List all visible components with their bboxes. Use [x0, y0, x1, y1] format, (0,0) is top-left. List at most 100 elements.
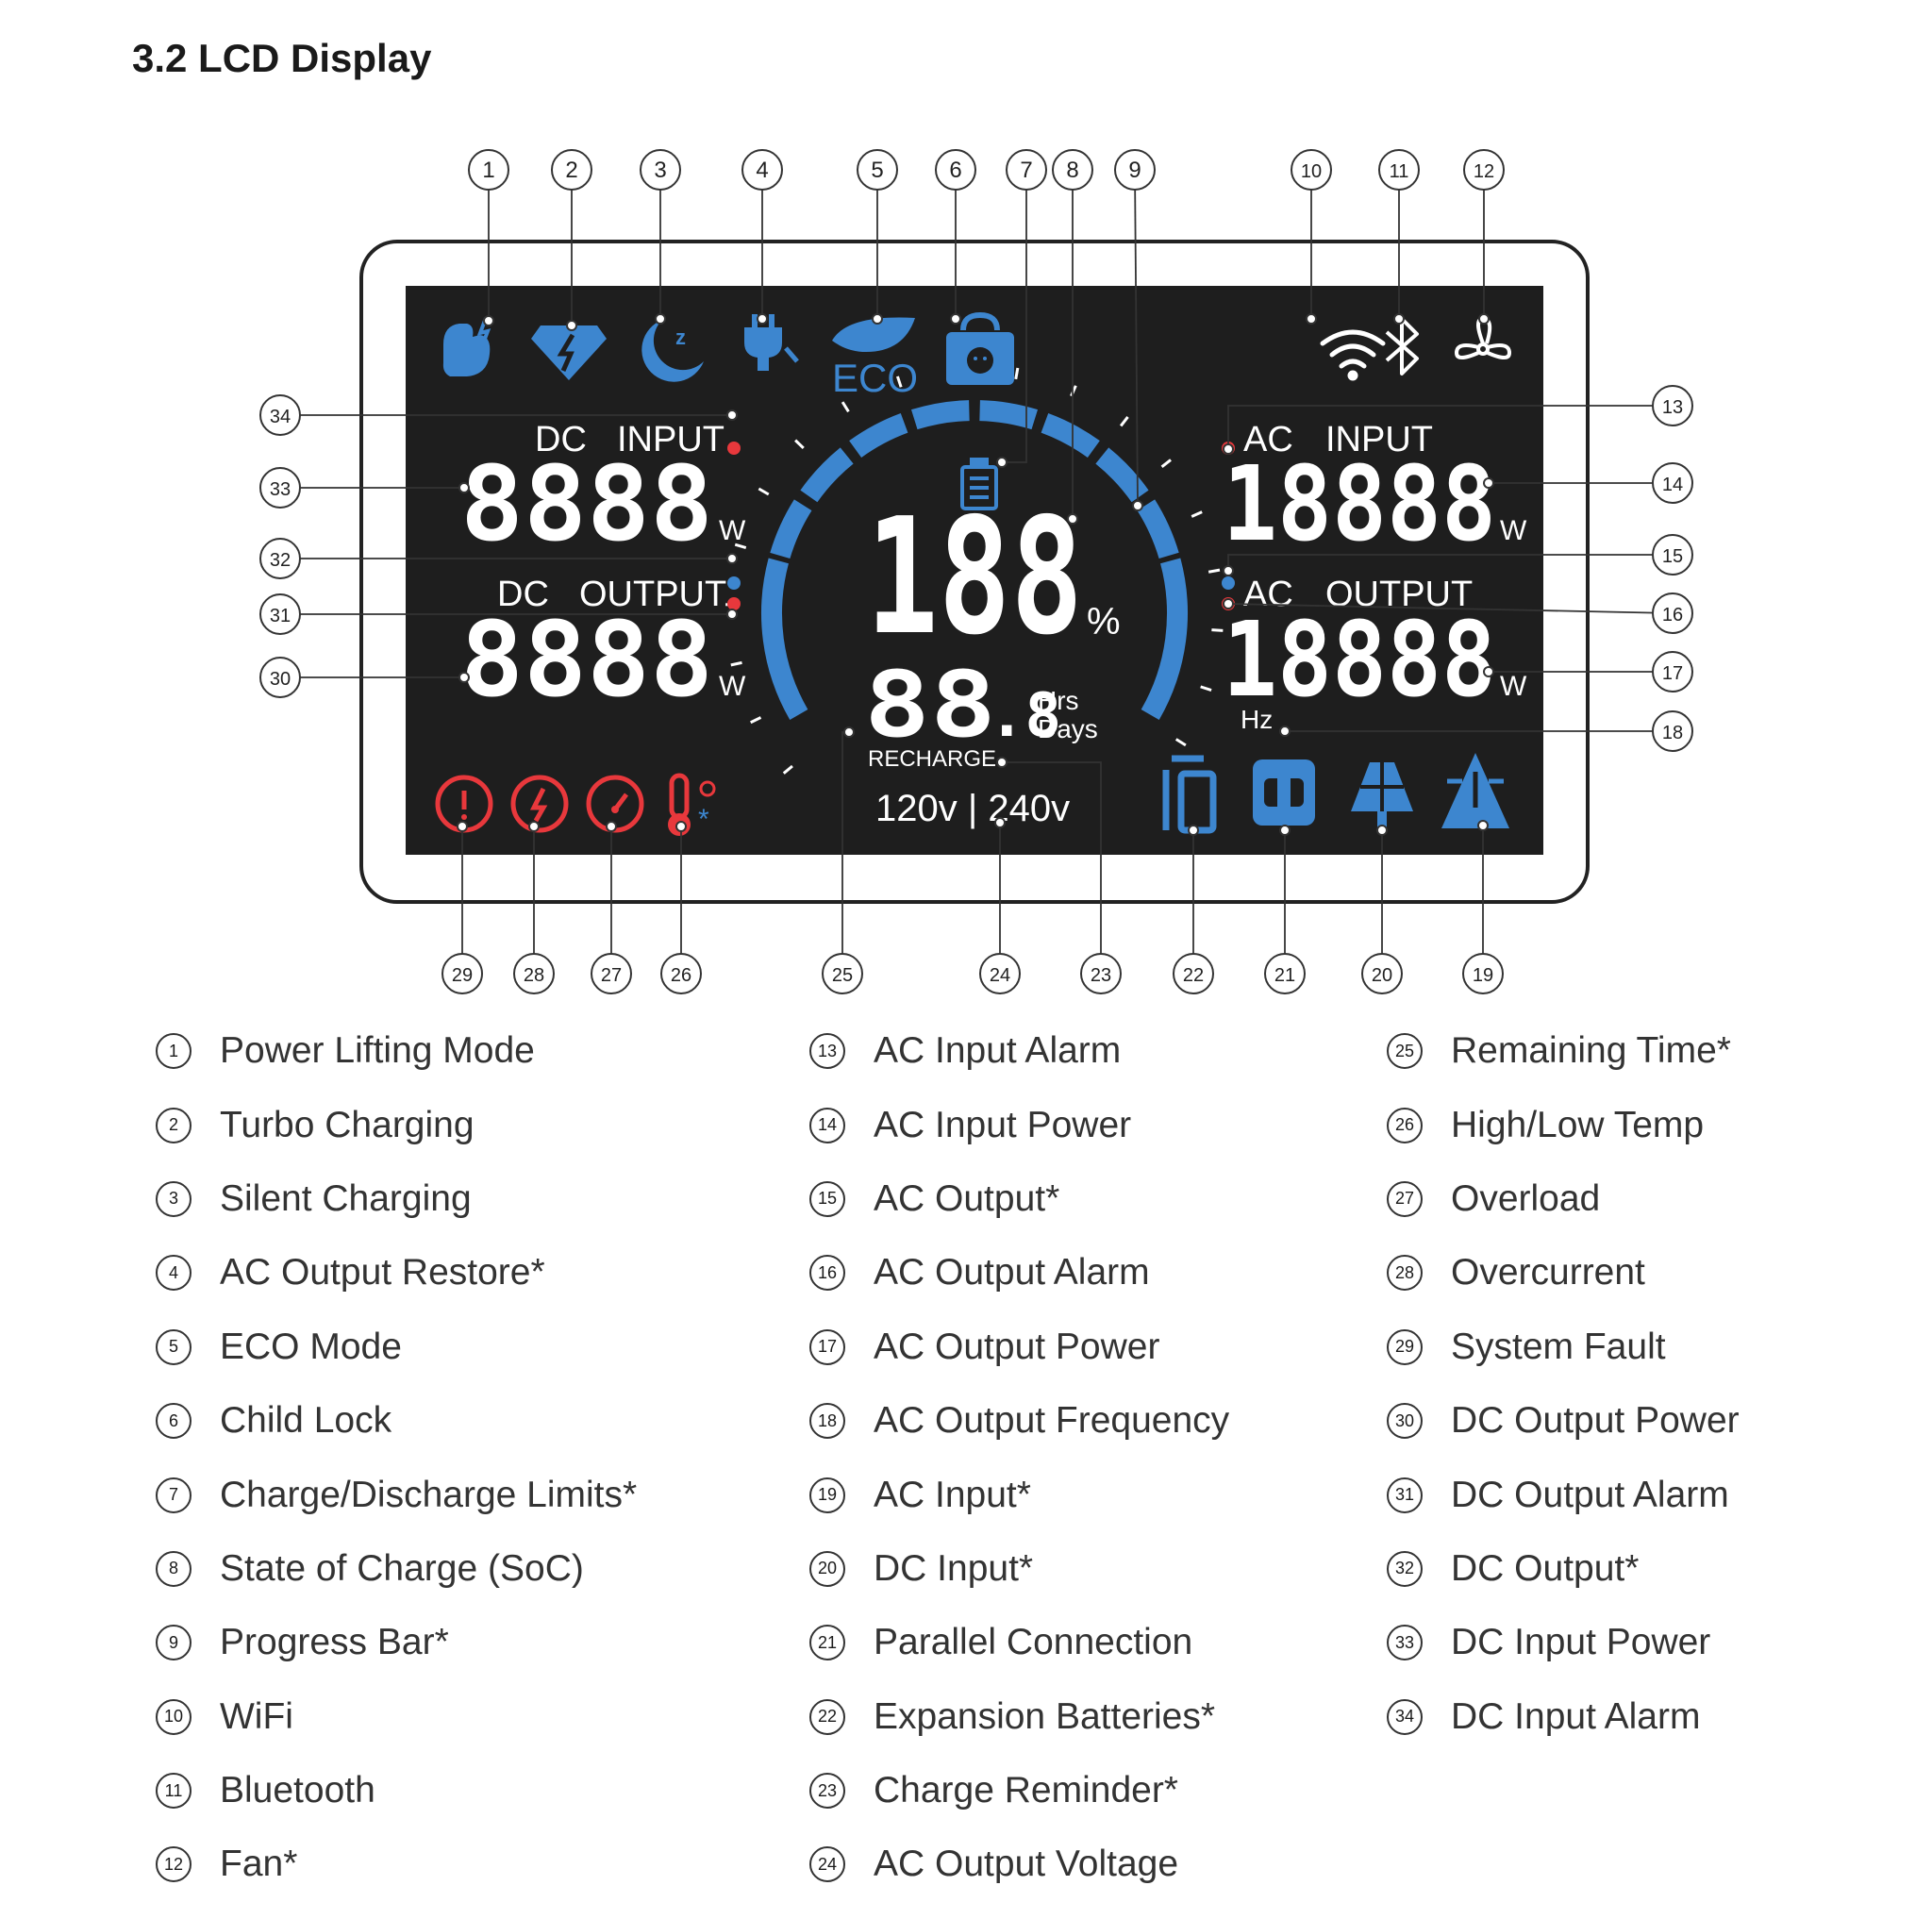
legend-number: 21 [809, 1625, 845, 1661]
ac-output-voltage: 120v | 240v [875, 788, 1070, 829]
callout-circle [1264, 953, 1306, 994]
hz-label: Hz [1241, 705, 1273, 734]
callout-number: 25 [832, 965, 853, 986]
ac-output-power-value: 18888 [1223, 599, 1496, 720]
callout-circle [1463, 149, 1505, 191]
dc-input-label-input: INPUT [617, 420, 724, 459]
legend-label: Silent Charging [220, 1177, 472, 1219]
progress-bar-segment [979, 400, 1039, 430]
callout-anchor-dot [950, 313, 961, 325]
callout-number: 21 [1274, 965, 1295, 986]
callout-number: 5 [871, 158, 883, 183]
dc-input-label-dc: DC [535, 420, 587, 459]
callout-anchor-dot [996, 457, 1008, 468]
callout-anchor-dot [1279, 726, 1291, 737]
callout-circle [1652, 710, 1693, 752]
legend-label: AC Input* [874, 1474, 1031, 1515]
legend-number: 13 [809, 1033, 845, 1070]
legend-label: Charge Reminder* [874, 1770, 1178, 1811]
ac-input-label-input: INPUT [1325, 420, 1433, 459]
callout-leader-line [1002, 761, 1102, 974]
legend-item: 26 High/Low Temp [1387, 1088, 1740, 1161]
callout-circle [1652, 592, 1693, 634]
callout-circle [979, 953, 1021, 994]
callout-anchor-dot [675, 821, 687, 832]
dc-input-alarm-dot [727, 442, 741, 455]
legend-label: ECO Mode [220, 1326, 402, 1367]
progress-bar-tick [1208, 568, 1221, 574]
legend-number: 10 [156, 1698, 192, 1735]
callout-anchor-dot [843, 726, 855, 738]
callout-leader-line [1227, 405, 1673, 449]
silent-charging-icon: z [641, 320, 704, 382]
callout-circle [1652, 385, 1693, 426]
days-label: Days [1038, 714, 1098, 743]
progress-bar-tick [730, 660, 742, 667]
turbo-charging-icon [531, 325, 607, 380]
callout-anchor-dot [1188, 825, 1199, 836]
legend-number: 32 [1387, 1550, 1423, 1587]
recharge-label: RECHARGE [868, 746, 996, 772]
legend-number: 7 [156, 1477, 192, 1513]
legend-number: 8 [156, 1550, 192, 1587]
remaining-time-decimal: .8 [989, 681, 1061, 751]
callout-anchor-dot [1393, 313, 1405, 325]
callout-circle [259, 467, 301, 509]
callout-circle [468, 149, 509, 191]
progress-bar-tick [782, 764, 793, 775]
legend-number: 6 [156, 1403, 192, 1440]
legend-label: AC Output Restore* [220, 1252, 545, 1293]
progress-bar-tick [750, 716, 762, 725]
legend-label: AC Output Alarm [874, 1252, 1150, 1293]
eco-mode-icon: ECO [832, 317, 918, 400]
svg-text:z: z [675, 325, 686, 349]
callout-number: 10 [1301, 161, 1322, 182]
callout-anchor-dot [1132, 500, 1143, 511]
callout-leader-line [1227, 603, 1674, 614]
callout-number: 19 [1473, 965, 1493, 986]
parallel-connection-icon [1253, 759, 1315, 826]
callout-circle [1361, 953, 1403, 994]
legend-label: Fan* [220, 1844, 298, 1885]
callout-number: 6 [949, 158, 961, 183]
callout-number: 20 [1372, 965, 1392, 986]
charge-limit-icon [960, 458, 998, 510]
legend-label: AC Output Frequency [874, 1400, 1230, 1442]
callout-circle [1006, 149, 1047, 191]
legend-label: DC Input Alarm [1451, 1695, 1701, 1737]
legend-number: 26 [1387, 1107, 1423, 1143]
callout-anchor-dot [1483, 477, 1494, 489]
wifi-icon [1320, 329, 1386, 381]
callout-circle [259, 657, 301, 698]
legend-label: High/Low Temp [1451, 1104, 1705, 1145]
progress-bar-tick [758, 487, 770, 496]
callout-number: 16 [1662, 605, 1683, 626]
callout-circle [513, 953, 555, 994]
hrs-label: Hrs [1038, 686, 1079, 715]
callout-anchor-dot [1067, 513, 1078, 525]
callout-number: 17 [1662, 663, 1683, 684]
progress-bar-tick [734, 542, 747, 549]
callout-number: 2 [565, 158, 577, 183]
legend-label: DC Output* [1451, 1547, 1640, 1589]
ac-output-restore-icon [744, 314, 799, 371]
progress-bar-segment [1141, 558, 1188, 720]
callout-anchor-dot [528, 821, 540, 832]
legend-number: 27 [1387, 1180, 1423, 1217]
legend-number: 4 [156, 1255, 192, 1292]
callout-number: 1 [482, 158, 494, 183]
